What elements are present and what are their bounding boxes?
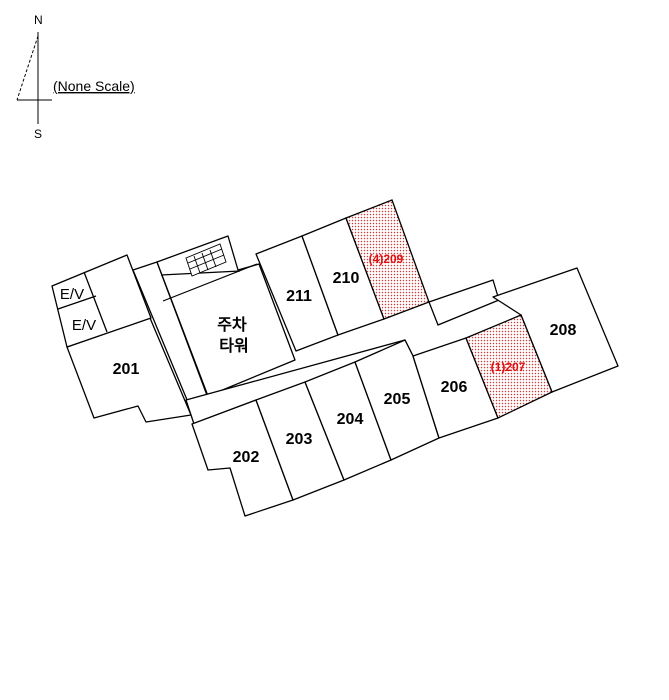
unit-208-label: 208 (550, 322, 577, 339)
parking-label-2: 타워 (219, 337, 248, 355)
unit-207[interactable] (465, 314, 553, 419)
elevator-1-label: E/V (60, 286, 84, 303)
connector-upper (428, 279, 500, 326)
unit-205-label: 205 (384, 391, 411, 408)
unit-208[interactable] (492, 267, 619, 393)
compass: N S (16, 13, 52, 141)
unit-204-label: 204 (337, 411, 364, 428)
parking-grid-icon (185, 243, 227, 277)
parking-label-1: 주차 (217, 316, 247, 334)
unit-203-label: 203 (286, 431, 313, 448)
unit-211-label: 211 (286, 288, 312, 305)
compass-north-label: N (34, 13, 43, 27)
unit-210-label: 210 (333, 270, 360, 287)
core-block[interactable] (51, 254, 152, 348)
unit-201-label: 201 (113, 361, 140, 378)
unit-202-label: 202 (233, 449, 260, 466)
unit-206-label: 206 (441, 379, 468, 396)
unit-207-label: (1)207 (491, 360, 526, 374)
unit-209-label: (4)209 (369, 252, 404, 266)
scale-note: (None Scale) (53, 78, 135, 94)
elevator-2-label: E/V (72, 317, 96, 334)
compass-south-label: S (34, 127, 42, 141)
